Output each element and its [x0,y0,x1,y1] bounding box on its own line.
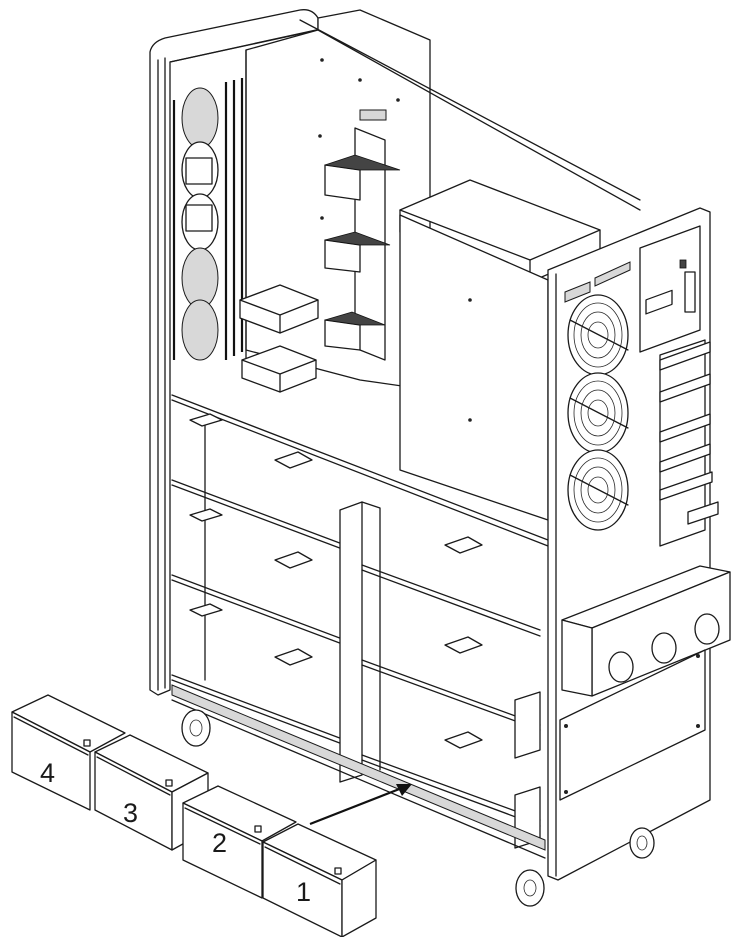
lower-access-panel [559,649,706,801]
battery-4: 4 [11,694,126,811]
knockout-3 [694,613,720,645]
caster-front-left [515,869,545,907]
casters [181,709,655,907]
left-side-panel [149,9,319,696]
junction-box [561,565,731,697]
side-fan-grilles [181,87,219,361]
control-plate [639,225,701,353]
internal-boxes [239,284,319,393]
battery-number: 4 [40,758,55,788]
battery-shelves-right [361,536,541,849]
knockout-2 [651,632,677,664]
front-fans [567,294,629,531]
battery-number: 1 [296,877,311,907]
breaker-rail [659,339,719,547]
central-divider-panel [399,214,549,521]
battery-shelves-left [171,394,549,746]
front-fan-1 [567,294,629,376]
base-rail [171,684,546,859]
battery-2: 2 [182,785,297,899]
front-panel [547,207,731,881]
side-vent-slots [172,78,244,360]
center-shelf-post [339,501,381,783]
knockout-1 [608,651,634,683]
caster-rear-left [181,709,211,747]
battery-number: 3 [123,798,138,828]
caster-front-right [629,827,655,859]
battery-1: 1 [262,823,377,937]
breaker-handle [687,501,719,525]
front-fan-2 [567,372,629,454]
heatsink-assembly [324,127,401,361]
battery-number: 2 [212,828,227,858]
front-fan-3 [567,449,629,531]
insert-arrow-icon [309,784,412,826]
